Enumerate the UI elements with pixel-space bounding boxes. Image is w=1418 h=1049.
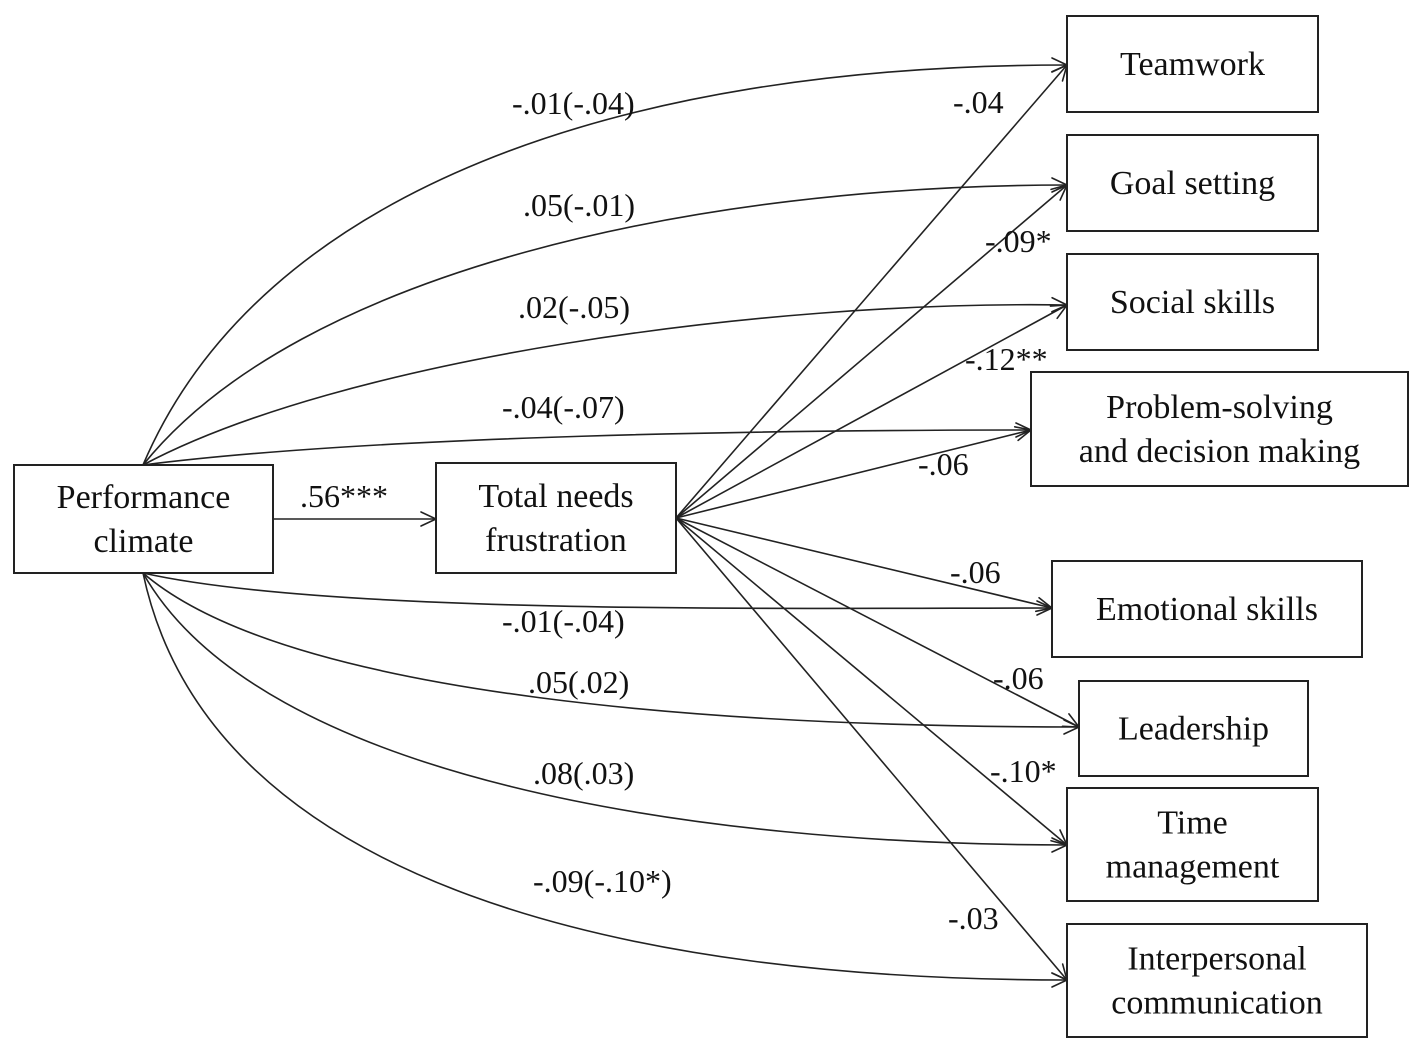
node-box bbox=[1030, 371, 1409, 487]
mediator-outcome-edge bbox=[675, 517, 1068, 981]
mediator-outcome-edge bbox=[675, 304, 1068, 519]
mediator-outcome-edge bbox=[675, 64, 1068, 519]
direct-path-edge bbox=[142, 64, 1068, 466]
node-label: Teamwork bbox=[1120, 46, 1265, 83]
coefficient-label-mediator: .56*** bbox=[300, 478, 388, 514]
direct-path-coefficient: -.04(-.07) bbox=[502, 389, 625, 425]
mediator-outcome-coefficient: -.06 bbox=[950, 554, 1001, 590]
node-label: Social skills bbox=[1110, 284, 1275, 321]
direct-path-coefficient: -.01(-.04) bbox=[512, 85, 635, 121]
node-goal-setting: Goal setting bbox=[1066, 134, 1319, 232]
direct-path-coefficient: -.01(-.04) bbox=[502, 603, 625, 639]
node-box bbox=[435, 462, 677, 574]
node-label: Problem-solving bbox=[1106, 389, 1333, 426]
mediator-outcome-coefficient: -.09* bbox=[985, 223, 1052, 259]
node-label: Emotional skills bbox=[1096, 591, 1318, 628]
mediator-outcome-coefficient: -.04 bbox=[953, 84, 1004, 120]
node-social-skills: Social skills bbox=[1066, 253, 1319, 351]
mediator-outcome-edge bbox=[675, 517, 1068, 846]
node-label: Total needs bbox=[478, 478, 633, 515]
node-box bbox=[1066, 787, 1319, 902]
node-teamwork: Teamwork bbox=[1066, 15, 1319, 113]
mediator-outcome-edge bbox=[675, 517, 1080, 728]
node-label: and decision making bbox=[1079, 433, 1360, 470]
direct-path-edge bbox=[142, 429, 1032, 466]
node-box bbox=[1078, 680, 1309, 777]
node-label: Interpersonal bbox=[1127, 941, 1306, 978]
mediator-outcome-coefficient: -.03 bbox=[948, 900, 999, 936]
direct-path-edge bbox=[142, 303, 1068, 466]
node-label: communication bbox=[1111, 985, 1323, 1022]
direct-path-coefficient: .05(.02) bbox=[528, 664, 629, 700]
node-interpersonal-communication: Interpersonal communication bbox=[1066, 923, 1368, 1038]
direct-path-edge bbox=[142, 184, 1068, 466]
node-box bbox=[1066, 923, 1368, 1038]
node-box bbox=[1066, 134, 1319, 232]
node-label: frustration bbox=[485, 522, 627, 559]
node-label: management bbox=[1106, 849, 1280, 886]
boxes-layer: Performance climate Total needs frustration… bbox=[13, 15, 1409, 1038]
direct-path-edge bbox=[142, 572, 1053, 610]
mediator-outcome-coefficient: -.06 bbox=[993, 660, 1044, 696]
direct-path-coefficient: -.09(-.10*) bbox=[533, 863, 672, 899]
node-performance-climate: Performance climate bbox=[13, 464, 274, 574]
edges-layer bbox=[142, 57, 1081, 988]
node-total-needs-frustration: Total needs frustration bbox=[435, 462, 677, 574]
node-box bbox=[1051, 560, 1363, 658]
node-label: Performance bbox=[57, 479, 231, 516]
mediator-outcome-edge bbox=[675, 184, 1068, 519]
direct-path-coefficient: .08(.03) bbox=[533, 755, 634, 791]
node-leadership: Leadership bbox=[1078, 680, 1309, 777]
direct-path-edge bbox=[142, 572, 1068, 981]
node-label: Leadership bbox=[1118, 711, 1269, 748]
direct-path-coefficient: .05(-.01) bbox=[523, 187, 635, 223]
mediator-outcome-edge bbox=[675, 429, 1032, 519]
mediator-outcome-coefficient: -.06 bbox=[918, 446, 969, 482]
mediator-outcome-edge bbox=[675, 517, 1053, 609]
node-box bbox=[13, 464, 274, 574]
labels-layer: .56*** -.01(-.04) .05(-.01) .02(-.05) -.04(-… bbox=[300, 84, 1057, 936]
node-time-management: Time management bbox=[1066, 787, 1319, 902]
node-label: Time bbox=[1157, 805, 1228, 842]
node-box bbox=[1066, 253, 1319, 351]
direct-path-coefficient: .02(-.05) bbox=[518, 289, 630, 325]
node-label: climate bbox=[93, 523, 193, 560]
direct-path-edge bbox=[142, 572, 1080, 728]
node-box bbox=[1066, 15, 1319, 113]
node-emotional-skills: Emotional skills bbox=[1051, 560, 1363, 658]
direct-path-edge bbox=[142, 572, 1068, 846]
mediator-outcome-coefficient: -.10* bbox=[990, 753, 1057, 789]
node-label: Goal setting bbox=[1110, 165, 1275, 202]
node-problem-solving: Problem-solving and decision making bbox=[1030, 371, 1409, 487]
